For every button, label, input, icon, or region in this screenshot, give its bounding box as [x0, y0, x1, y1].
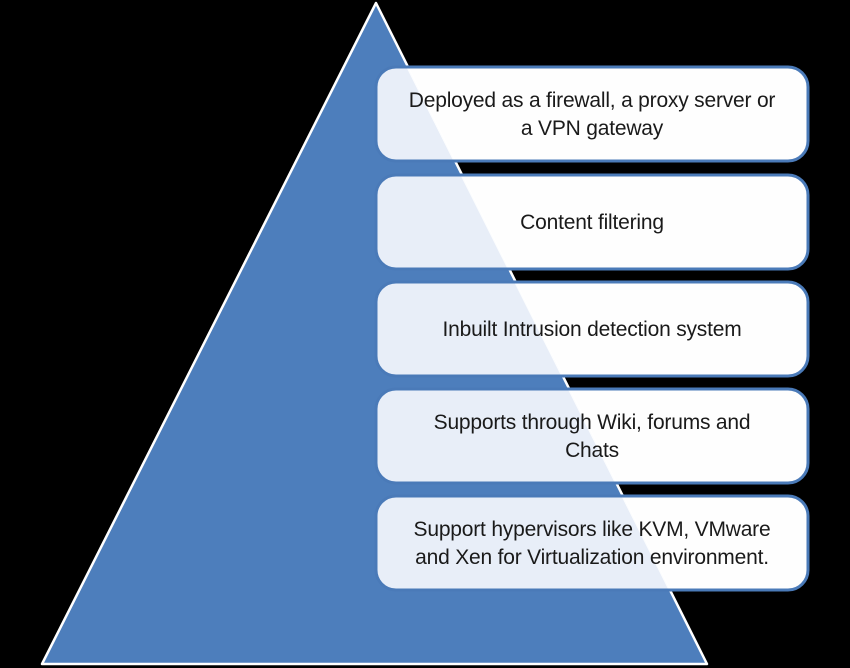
- pyramid-level-5-box: [374, 494, 810, 592]
- pyramid-edge-highlight: [376, 496, 727, 590]
- level-2-label: Content filtering: [520, 210, 664, 234]
- pyramid-level-2-box: [374, 173, 810, 271]
- pyramid-level-1-box: [374, 65, 810, 163]
- level-1-label: Deployed as a firewall, a proxy server o…: [408, 88, 776, 140]
- level-5-box-tint: [376, 496, 725, 590]
- level-4-box-border: [374, 387, 810, 485]
- level-1-box-fill: [376, 67, 808, 161]
- level-3-box-border: [374, 280, 810, 378]
- level-2-box-border: [374, 173, 810, 271]
- pyramid-edge-highlight: [376, 282, 727, 376]
- level-5-label: Support hypervisors like KVM, VMware and…: [413, 517, 771, 569]
- level-3-label: Inbuilt Intrusion detection system: [442, 317, 742, 341]
- pyramid-level-4-box: [374, 387, 810, 485]
- level-4-label: Supports through Wiki, forums and Chats: [433, 410, 751, 462]
- pyramid-level-3-box: [374, 280, 810, 378]
- pyramid-edge-highlight: [376, 67, 727, 161]
- level-5-box-border: [374, 494, 810, 592]
- level-1-box-border: [374, 65, 810, 163]
